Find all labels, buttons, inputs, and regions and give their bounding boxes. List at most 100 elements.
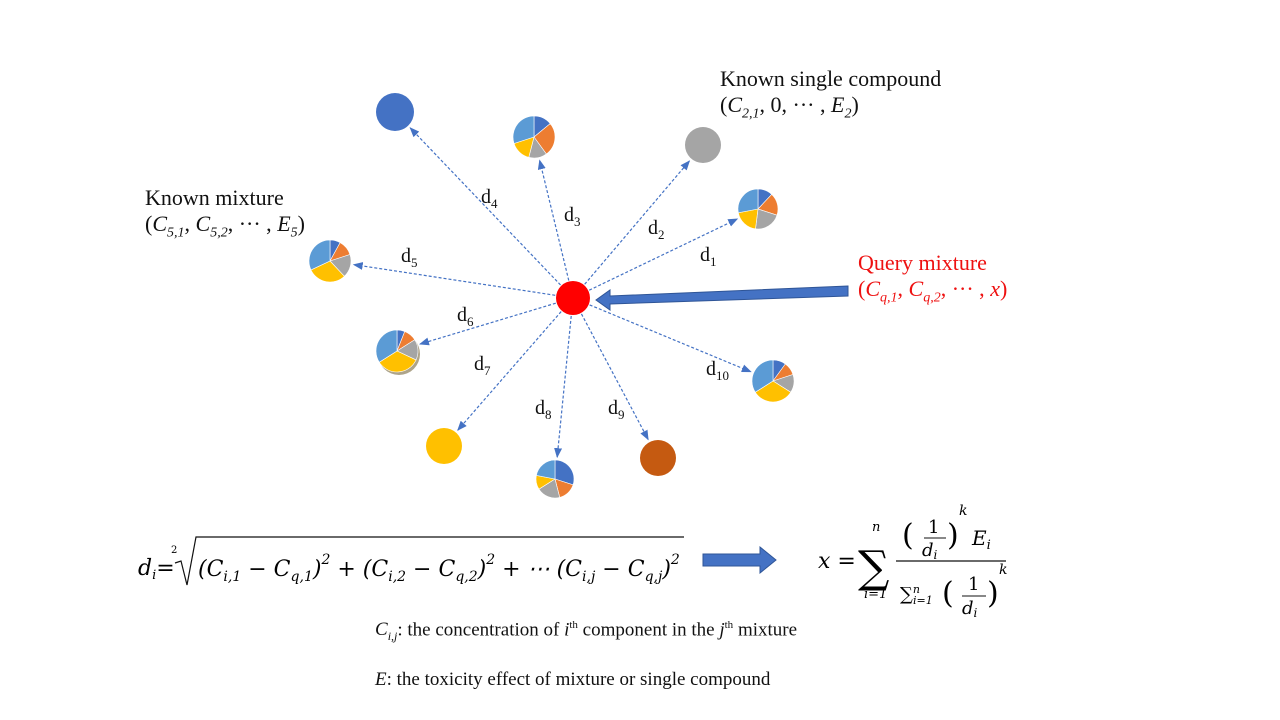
edge-8	[554, 315, 572, 459]
distance-label-base: d	[401, 245, 411, 267]
svg-text:i=1: i=1	[864, 587, 887, 602]
node-d5-mixture-slice-5	[308, 239, 331, 271]
distance-label-base: d	[457, 304, 467, 326]
node-d7-single-disc	[426, 428, 462, 464]
edge-3	[537, 159, 570, 281]
node-d3-mixture	[512, 115, 556, 159]
node-d2-single-disc	[685, 127, 721, 163]
query-mixture-label: Query mixture (Cq,1, Cq,2, ··· , x)	[858, 250, 1007, 308]
svg-text:k: k	[999, 562, 1007, 578]
node-d8-mixture-slice-5	[535, 459, 556, 480]
root-index: 2	[171, 545, 177, 556]
distance-label-sub: 9	[618, 407, 625, 422]
known-mixture-tuple: (C5,1, C5,2, ··· , E5)	[145, 211, 305, 241]
node-d6-mixture	[375, 329, 420, 375]
node-d10-mixture-slice-5	[751, 359, 774, 393]
node-d10-mixture	[751, 359, 795, 403]
node-d7-single	[426, 428, 462, 464]
single-compound-tuple: (C2,1, 0, ··· , E2)	[720, 92, 859, 122]
node-d3-mixture-slice-5	[512, 115, 535, 144]
svg-text:(Ci,1 − Cq,1)2 + (Ci,2 − Cq,2): (Ci,1 − Cq,1)2 + (Ci,2 − Cq,2)2 + ⋯ (Ci,…	[198, 552, 680, 585]
known-mixture-title: Known mixture	[145, 185, 284, 210]
query-arrow	[595, 285, 849, 311]
edge-10	[589, 304, 752, 373]
edge-5	[352, 262, 556, 296]
node-d9-single-disc	[640, 440, 676, 476]
svg-text:(: (	[942, 576, 954, 611]
known-mixture-label: Known mixture (C5,1, C5,2, ··· , E5)	[145, 185, 305, 243]
single-compound-title: Known single compound	[720, 66, 942, 91]
node-d4-single	[376, 93, 414, 131]
distance-label-base: d	[564, 204, 574, 226]
svg-text:x =: x =	[818, 549, 856, 574]
node-d6-mixture-slice-4	[378, 350, 417, 373]
node-d8-mixture-slice-1	[554, 459, 575, 486]
edge-4	[409, 127, 561, 286]
distance-label-base: d	[706, 358, 716, 380]
distance-label-base: d	[608, 397, 618, 419]
formula-arrow	[702, 545, 777, 575]
query-mixture-title: Query mixture	[858, 250, 987, 275]
svg-text:k: k	[959, 503, 967, 519]
distance-label-4: d4	[481, 186, 498, 212]
distance-label-9: d9	[608, 397, 625, 423]
edge-2	[584, 160, 691, 285]
distance-label-sub: 7	[484, 363, 491, 378]
distance-label-base: d	[700, 244, 710, 266]
svg-text:1: 1	[928, 517, 939, 538]
node-d1-mixture	[737, 188, 779, 230]
svg-text:∑: ∑	[858, 542, 889, 593]
distance-label-sub: 2	[658, 227, 665, 242]
distance-label-base: d	[535, 397, 545, 419]
edge-7	[457, 311, 562, 431]
svg-text:di: di	[922, 540, 938, 562]
distance-label-sub: 10	[716, 368, 729, 383]
node-d5-mixture	[308, 239, 352, 283]
distance-formula: di= 2 (Ci,1 − Cq,1)2 + (Ci,2 − Cq,2)2 + …	[138, 536, 684, 586]
svg-text:di=: di=	[138, 556, 175, 583]
distance-label-base: d	[648, 217, 658, 239]
distance-label-base: d	[481, 186, 491, 208]
edge-9	[580, 313, 649, 441]
toxicity-note: E: the toxicity effect of mixture or sin…	[375, 669, 771, 690]
svg-text:di: di	[962, 598, 978, 620]
svg-text:): )	[987, 576, 999, 611]
distance-label-3: d3	[564, 204, 581, 230]
distance-label-sub: 4	[491, 196, 498, 211]
query-node	[556, 281, 590, 315]
node-d3-mixture-slice-2	[533, 123, 556, 155]
distance-label-base: d	[474, 353, 484, 375]
node-d8-mixture	[535, 459, 575, 499]
node-d9-single	[640, 440, 676, 476]
concentration-note: Ci,j: the concentration of ith component…	[375, 619, 798, 644]
distance-label-sub: 8	[545, 407, 552, 422]
distance-label-sub: 5	[411, 255, 418, 270]
distance-label-8: d8	[535, 397, 552, 423]
node-d4-single-disc	[376, 93, 414, 131]
svg-text:Ei: Ei	[971, 526, 991, 553]
distance-label-10: d10	[706, 358, 729, 384]
distance-label-6: d6	[457, 304, 474, 330]
distance-edges	[352, 127, 752, 459]
distance-label-1: d1	[700, 244, 717, 270]
svg-text:1: 1	[968, 574, 979, 595]
svg-text:): )	[947, 518, 959, 553]
distance-label-5: d5	[401, 245, 418, 271]
node-d1-mixture-slice-5	[737, 188, 759, 214]
svg-text:(: (	[902, 518, 914, 553]
edge-1	[588, 218, 739, 291]
query-mixture-tuple: (Cq,1, Cq,2, ··· , x)	[858, 276, 1008, 306]
single-compound-label: Known single compound (C2,1, 0, ··· , E2…	[720, 66, 941, 124]
compound-nodes	[308, 93, 795, 499]
node-d6-mixture-slice-5	[375, 329, 398, 363]
edge-6	[419, 302, 556, 346]
distance-label-sub: 1	[710, 254, 717, 269]
node-d2-single	[685, 127, 721, 163]
svg-text:∑ni=1: ∑ni=1	[900, 583, 933, 607]
node-d10-mixture-slice-4	[754, 380, 792, 403]
distance-label-7: d7	[474, 353, 491, 379]
distance-label-2: d2	[648, 217, 665, 243]
distance-label-sub: 6	[467, 314, 474, 329]
